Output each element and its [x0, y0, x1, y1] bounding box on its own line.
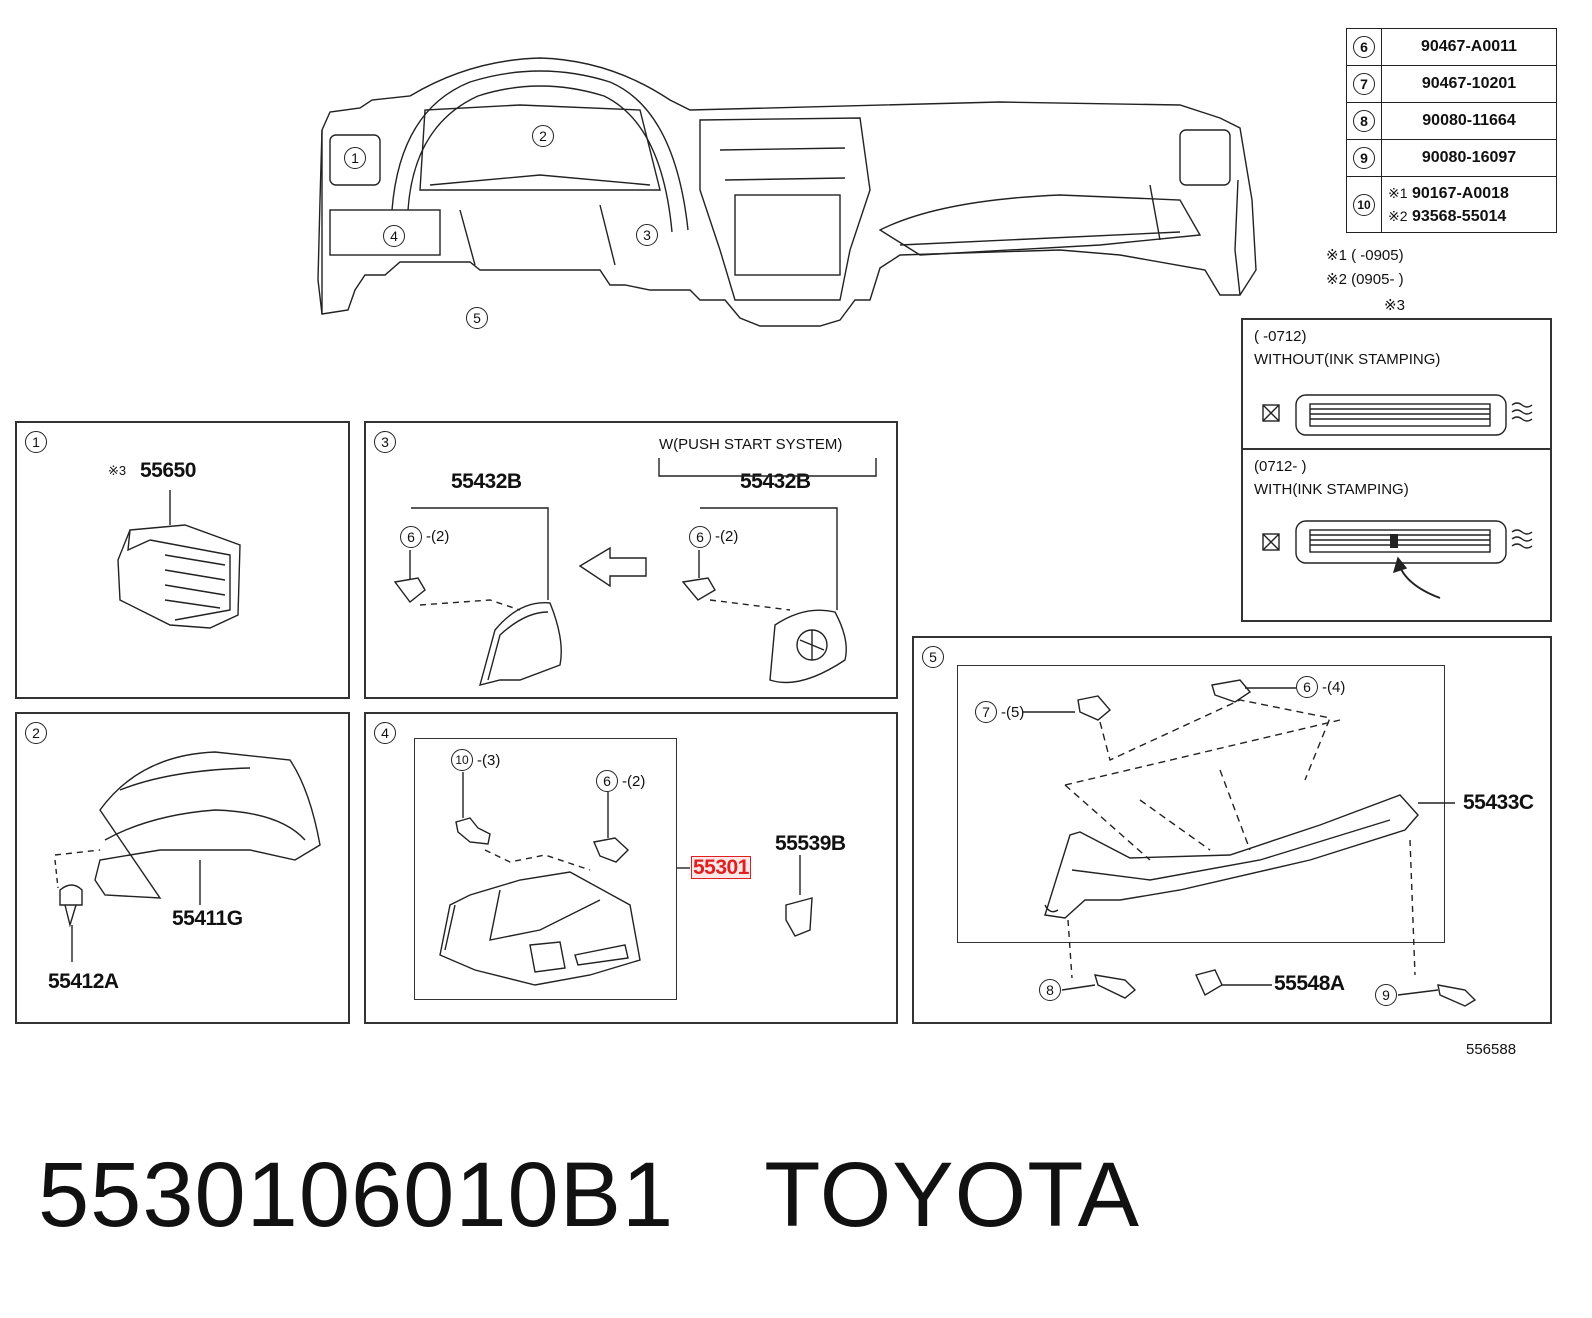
- part-number-cell: 90467-A0011: [1381, 28, 1557, 66]
- diagram-id: 556588: [1466, 1041, 1517, 1058]
- row-number: 8: [1353, 110, 1375, 132]
- inset-bottom-range: (0712- ): [1254, 458, 1307, 475]
- panel-number: 5: [922, 646, 944, 668]
- panel-number: 1: [25, 431, 47, 453]
- row-number: 7: [1353, 73, 1375, 95]
- footer-part-number: 5530106010B1: [38, 1144, 675, 1246]
- footer-brand: TOYOTA: [764, 1144, 1140, 1246]
- callout-4: 4: [383, 225, 405, 247]
- sub-assembly-frame: [414, 738, 677, 1000]
- qty-label: -(4): [1322, 679, 1346, 696]
- panel-3: [364, 421, 898, 699]
- callout-7: 7: [975, 701, 997, 723]
- row-number: 9: [1353, 147, 1375, 169]
- note-2: ※2 (0905- ): [1326, 271, 1404, 288]
- part-label-55433C: 55433C: [1463, 791, 1534, 814]
- part-label-55539B: 55539B: [775, 832, 846, 855]
- inset-top-range: ( -0712): [1254, 328, 1307, 345]
- callout-6: 6: [400, 526, 422, 548]
- callout-8: 8: [1039, 979, 1061, 1001]
- part-label-55650: 55650: [140, 459, 196, 482]
- panel-number: 3: [374, 431, 396, 453]
- part-number-cell: 90467-10201: [1381, 65, 1557, 103]
- table-row: 9 90080-16097: [1346, 139, 1557, 177]
- parts-reference-table: 6 90467-A0011 7 90467-10201 8 90080-1166…: [1346, 28, 1557, 233]
- callout-3: 3: [636, 224, 658, 246]
- callout-5: 5: [466, 307, 488, 329]
- part-number-cell: ※1 90167-A0018 ※2 93568-55014: [1381, 176, 1557, 233]
- part-label-55412A: 55412A: [48, 970, 119, 993]
- qty-label: -(5): [1001, 704, 1025, 721]
- part-label-55432B-left: 55432B: [451, 470, 522, 493]
- callout-6: 6: [596, 770, 618, 792]
- table-row: 7 90467-10201: [1346, 65, 1557, 103]
- panel-1: [15, 421, 350, 699]
- part-label-55411G: 55411G: [172, 907, 243, 930]
- part-label-55548A: 55548A: [1274, 972, 1345, 995]
- part-number-cell: 90080-16097: [1381, 139, 1557, 177]
- inset-bottom-label: WITH(INK STAMPING): [1254, 481, 1409, 498]
- callout-6: 6: [689, 526, 711, 548]
- note-mark: ※3: [108, 463, 127, 478]
- push-start-heading: W(PUSH START SYSTEM): [659, 436, 843, 453]
- callout-1: 1: [344, 147, 366, 169]
- callout-10: 10: [451, 749, 473, 771]
- qty-label: -(2): [426, 528, 450, 545]
- callout-9: 9: [1375, 984, 1397, 1006]
- callout-2: 2: [532, 125, 554, 147]
- part-label-55301-highlighted[interactable]: 55301: [691, 856, 751, 879]
- note-3: ※3: [1384, 297, 1405, 314]
- panel-2: [15, 712, 350, 1024]
- row-number: 6: [1353, 36, 1375, 58]
- panel-number: 2: [25, 722, 47, 744]
- row-number: 10: [1353, 193, 1375, 216]
- qty-label: -(3): [477, 752, 501, 769]
- table-row: 10 ※1 90167-A0018 ※2 93568-55014: [1346, 176, 1557, 233]
- qty-label: -(2): [622, 773, 646, 790]
- panel-number: 4: [374, 722, 396, 744]
- qty-label: -(2): [715, 528, 739, 545]
- footer-title: 5530106010B1 TOYOTA: [38, 1143, 1140, 1248]
- table-row: 8 90080-11664: [1346, 102, 1557, 140]
- inset-top-label: WITHOUT(INK STAMPING): [1254, 351, 1441, 368]
- note-1: ※1 ( -0905): [1326, 247, 1404, 264]
- callout-6: 6: [1296, 676, 1318, 698]
- part-number-cell: 90080-11664: [1381, 102, 1557, 140]
- inset-divider: [1241, 448, 1552, 450]
